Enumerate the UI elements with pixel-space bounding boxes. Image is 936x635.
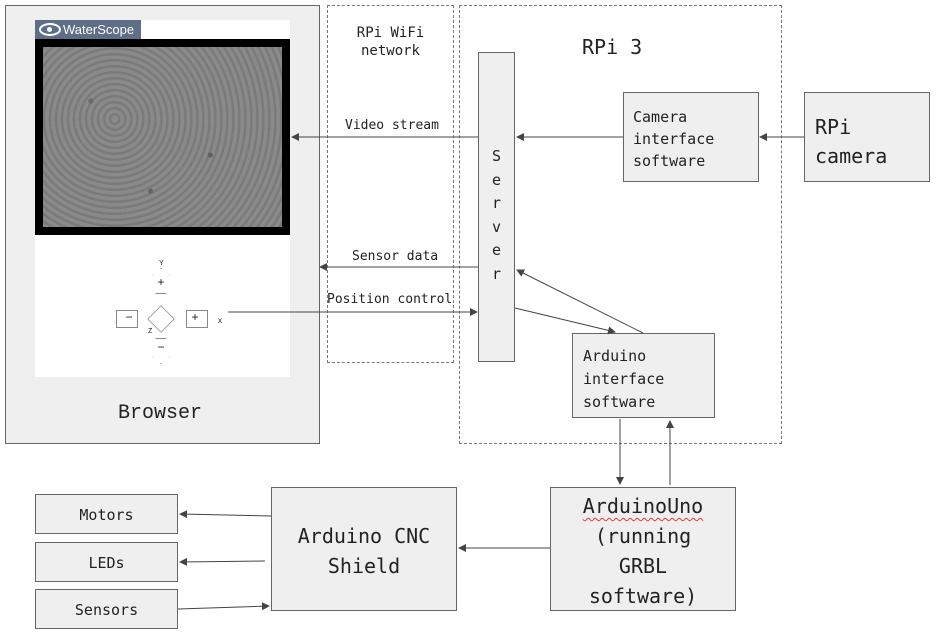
move-left-button[interactable] <box>116 310 138 328</box>
wifi-label-line2: network <box>360 43 420 59</box>
move-down-symbol: − <box>157 340 165 354</box>
server-label: S e r v e r <box>491 147 502 283</box>
rpi-camera-box <box>804 92 930 182</box>
axis-z-label: Z <box>148 328 153 335</box>
camera-interface-box <box>623 92 759 182</box>
position-control-pad[interactable]: Y + − Z + x − <box>112 260 232 364</box>
cnc-shield-label: Arduino CNC Shield <box>297 524 431 578</box>
leds-label: LEDs <box>88 554 125 572</box>
move-left-symbol: − <box>125 310 133 324</box>
position-control-label: Position control <box>327 292 453 307</box>
sensor-data-label: Sensor data <box>352 249 439 264</box>
arduino-sw-to-server-arrow <box>516 269 644 334</box>
move-right-button[interactable] <box>186 310 208 328</box>
move-right-symbol: + <box>191 310 199 324</box>
server-to-arduino-sw-arrow <box>514 307 616 335</box>
axis-x-label: x <box>218 316 222 325</box>
arduino-uno-label: ArduinoUno (running GRBL software) <box>582 494 704 608</box>
browser-label: Browser <box>117 402 202 425</box>
arduino-uno-box <box>550 487 736 611</box>
leds-box <box>35 542 178 582</box>
logo-text: WaterScope <box>63 22 135 37</box>
sensors-box <box>35 589 178 629</box>
arduino-interface-label: Arduino interface software <box>583 347 665 411</box>
server-box <box>478 52 515 362</box>
video-stream-label: Video stream <box>345 118 439 133</box>
motors-box <box>35 494 178 534</box>
waterscope-logo: WaterScope <box>35 20 141 39</box>
cnc-to-motors-arrow <box>179 510 272 519</box>
camera-interface-label: Camera interface software <box>633 108 715 170</box>
sensors-to-cnc-arrow <box>177 602 270 611</box>
microscope-image <box>35 39 290 235</box>
rpi3-label: RPi 3 <box>582 35 643 59</box>
arduino-interface-box <box>572 333 715 418</box>
axis-y-label: Y <box>159 260 164 267</box>
rpi-camera-label: RPi camera <box>815 115 888 168</box>
cnc-to-leds-arrow <box>179 557 266 566</box>
sensors-label: Sensors <box>74 601 139 619</box>
cnc-shield-box <box>271 487 457 611</box>
motors-label: Motors <box>79 506 134 524</box>
wifi-network-region <box>327 5 454 363</box>
eye-icon <box>39 23 61 36</box>
move-up-symbol: + <box>157 275 165 289</box>
wifi-label-line1: RPi WiFi <box>356 25 425 41</box>
